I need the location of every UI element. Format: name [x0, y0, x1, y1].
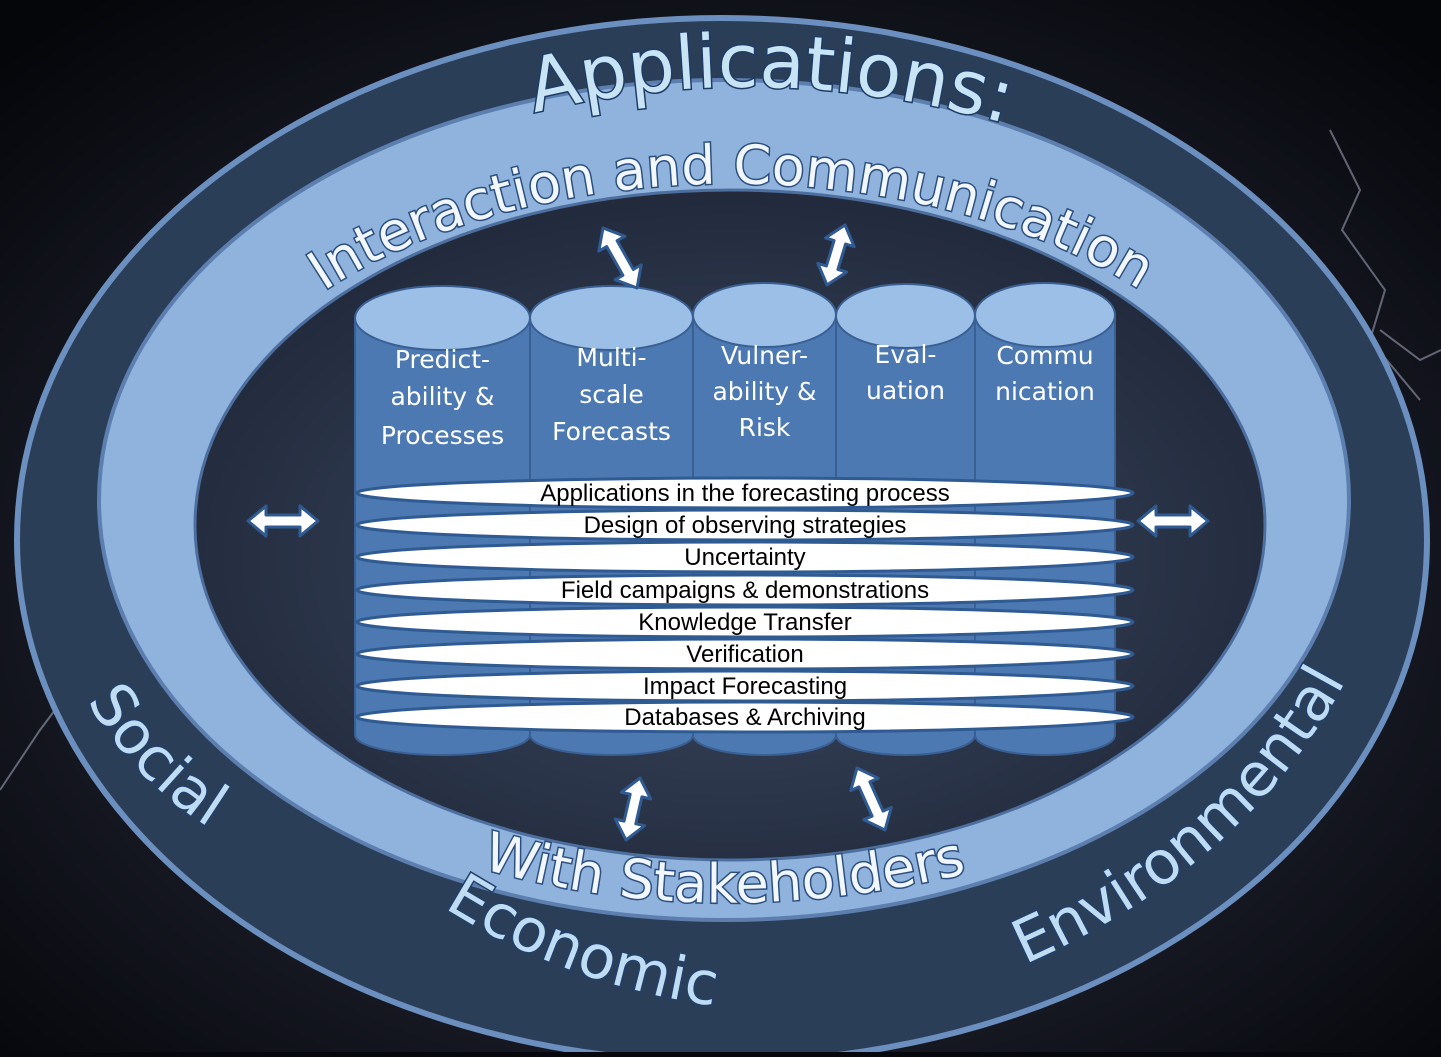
- column-label-line: Risk: [739, 413, 791, 442]
- band-label: Applications in the forecasting process: [540, 480, 950, 507]
- bands-group: Applications in the forecasting processD…: [355, 476, 1135, 734]
- band-ellipse: [355, 605, 1135, 639]
- band-ellipse: [355, 508, 1135, 542]
- column-label-line: Processes: [381, 421, 504, 450]
- column-label-line: nication: [995, 377, 1095, 406]
- band-8: Databases & Archiving: [355, 700, 1135, 734]
- arrow-top-right-icon: [816, 223, 856, 287]
- column-top: [974, 282, 1116, 348]
- band-ellipse: [355, 476, 1135, 510]
- band-4: Field campaigns & demonstrations: [355, 573, 1135, 607]
- band-label: Uncertainty: [684, 544, 805, 571]
- band-label: Field campaigns & demonstrations: [561, 577, 929, 604]
- column-label-line: ability &: [712, 377, 816, 406]
- column-top: [692, 282, 837, 348]
- band-1: Applications in the forecasting process: [355, 476, 1135, 510]
- arrow-top-left-icon: [597, 226, 643, 290]
- column-label-line: Predict-: [395, 345, 490, 374]
- band-5: Knowledge Transfer: [355, 605, 1135, 639]
- band-3: Uncertainty: [355, 540, 1135, 574]
- column-label-line: Commu: [996, 341, 1093, 370]
- band-ellipse: [355, 540, 1135, 574]
- band-ellipse: [355, 637, 1135, 671]
- band-label: Impact Forecasting: [643, 673, 847, 700]
- band-label: Knowledge Transfer: [638, 609, 851, 636]
- arrow-bottom-right-icon: [849, 766, 893, 832]
- band-ellipse: [355, 573, 1135, 607]
- arrow-right-icon: [1136, 504, 1210, 538]
- column-label-line: ability &: [390, 382, 494, 411]
- arrows-group: [246, 223, 1210, 842]
- column-label-line: uation: [866, 376, 945, 405]
- column-label-line: Vulner-: [721, 341, 808, 370]
- arrow-left-icon: [246, 504, 320, 538]
- column-label-line: scale: [579, 380, 643, 409]
- band-ellipse: [355, 700, 1135, 734]
- band-6: Verification: [355, 637, 1135, 671]
- band-2: Design of observing strategies: [355, 508, 1135, 542]
- column-label-line: Forecasts: [552, 417, 671, 446]
- column-label-line: Multi-: [576, 343, 646, 372]
- band-label: Databases & Archiving: [624, 704, 865, 731]
- band-label: Design of observing strategies: [584, 512, 907, 539]
- column-label-line: Eval-: [875, 340, 937, 369]
- band-7: Impact Forecasting: [355, 669, 1135, 703]
- column-top: [835, 283, 976, 349]
- band-label: Verification: [686, 641, 803, 668]
- column-top: [354, 285, 531, 351]
- arrow-bottom-left-icon: [613, 776, 653, 842]
- column-top: [529, 285, 694, 351]
